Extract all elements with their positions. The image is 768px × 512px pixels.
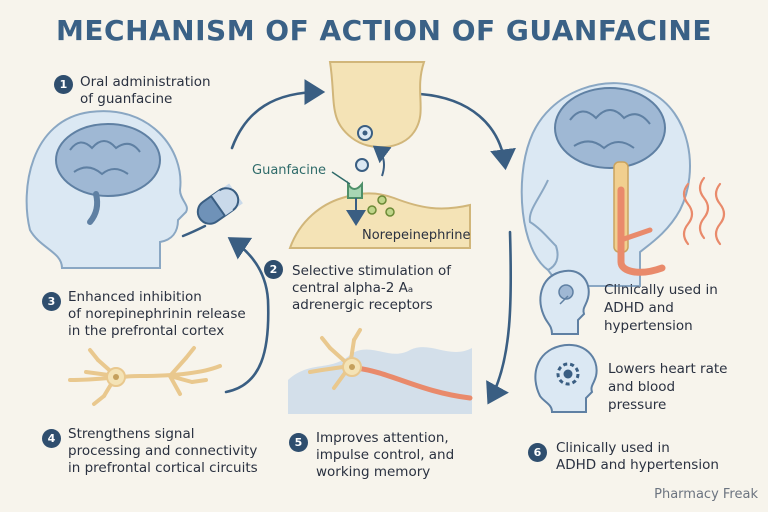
step-1-line-1: Oral administration: [80, 74, 211, 90]
arrow-step1-to-step2: [230, 79, 326, 150]
head-profile-icon: [539, 269, 590, 335]
norepinephrine-label: Norepeinephrine: [362, 228, 471, 243]
step-3-line-2: of norepinephrinin release: [68, 306, 246, 322]
step-4-line-1: Strengthens signal: [68, 426, 195, 442]
step-6-line-2: ADHD and hypertension: [556, 457, 719, 473]
pill-icon: [196, 183, 243, 225]
side-note-1-line-1: Clinically used in: [604, 282, 718, 298]
step-4-text: Strengthens signal processing and connec…: [68, 426, 258, 477]
step-2-line-2: central alpha-2 Aₐ: [292, 280, 414, 296]
right-head-illustration: [520, 82, 691, 287]
arrow-step4-to-step1: [224, 237, 270, 394]
step-6-text: Clinically used in ADHD and hypertension: [556, 440, 719, 474]
arrow-down-right: [486, 230, 513, 405]
page-title: MECHANISM OF ACTION OF GUANFACINE: [56, 14, 712, 47]
arrow-step2-to-brain: [418, 92, 516, 171]
step-3-line-1: Enhanced inhibition: [68, 289, 202, 305]
side-note-1-line-3: hypertension: [604, 318, 693, 334]
step-5-line-1: Improves attention,: [316, 430, 449, 446]
step-1-badge: 1: [54, 75, 73, 94]
step-2-line-1: Selective stimulation of: [292, 263, 451, 279]
step-4-line-3: in prefrontal cortical circuits: [68, 460, 258, 476]
step-3-badge: 3: [42, 292, 61, 311]
wave-lines: [682, 176, 726, 246]
step-2-line-3: adrenergic receptors: [292, 297, 433, 313]
synapse-illustration: [288, 61, 471, 249]
step-3-line-3: in the prefrontal cortex: [68, 323, 225, 339]
side-note-2-line-2: and blood: [608, 379, 676, 395]
neuron-scene-center: [288, 328, 473, 414]
step-1-text: Oral administration of guanfacine: [80, 74, 211, 108]
step-2-badge: 2: [264, 260, 283, 279]
side-note-1-line-2: ADHD and: [604, 300, 674, 316]
side-note-1: Clinically used in ADHD and hypertension: [604, 281, 718, 335]
left-head-illustration: [25, 110, 188, 269]
side-note-2-line-3: pressure: [608, 397, 667, 413]
cycle-arrows: [224, 79, 516, 405]
head-gear-icon: [534, 343, 598, 413]
step-1-line-2: of guanfacine: [80, 91, 173, 107]
guanfacine-label: Guanfacine: [252, 163, 327, 178]
watermark: Pharmacy Freak: [654, 487, 758, 502]
step-5-badge: 5: [289, 433, 308, 452]
step-3-text: Enhanced inhibition of norepinephrinin r…: [68, 289, 246, 340]
step-4-badge: 4: [42, 429, 61, 448]
step-5-text: Improves attention, impulse control, and…: [316, 430, 454, 481]
step-5-line-2: impulse control, and: [316, 447, 455, 463]
step-5-line-3: working memory: [316, 464, 431, 480]
side-note-2-line-1: Lowers heart rate: [608, 361, 728, 377]
step-6-badge: 6: [528, 443, 547, 462]
step-4-line-2: processing and connectivity: [68, 443, 258, 459]
neuron-illustration-left: [68, 346, 222, 406]
step-6-line-1: Clinically used in: [556, 440, 670, 456]
step-2-text: Selective stimulation of central alpha-2…: [292, 263, 451, 314]
side-note-2: Lowers heart rate and blood pressure: [608, 360, 727, 414]
